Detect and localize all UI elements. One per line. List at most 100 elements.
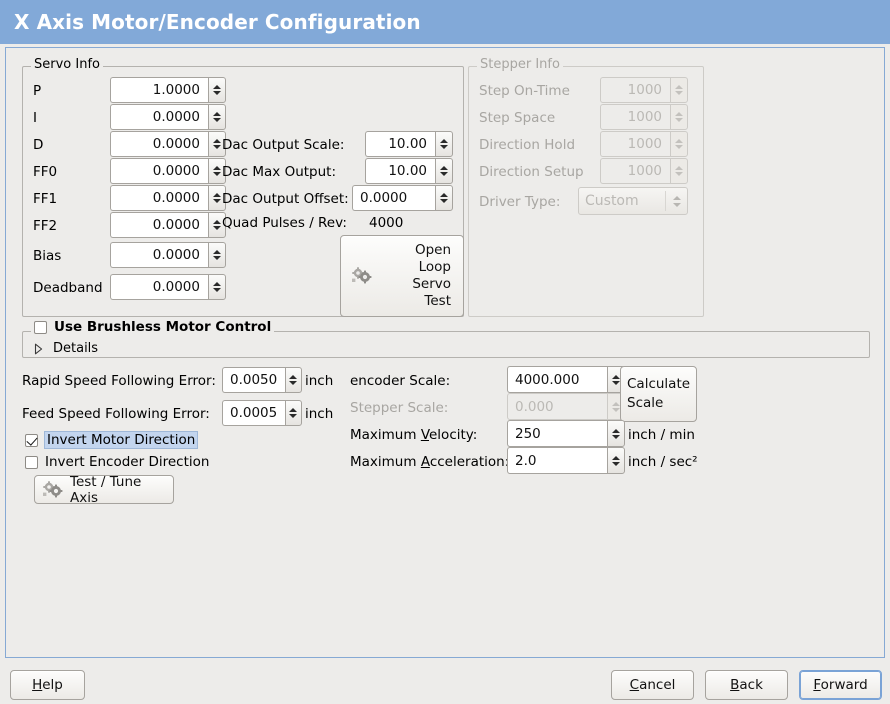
spin-down-icon[interactable]: [439, 144, 449, 150]
servo-spin-p-buttons[interactable]: [208, 77, 226, 103]
spin-down-icon[interactable]: [212, 171, 222, 177]
cancel-button[interactable]: Cancel: [611, 670, 694, 700]
servo-spin-bias-buttons[interactable]: [208, 242, 226, 268]
dac-output-scale-value[interactable]: 10.00: [365, 131, 435, 157]
spin-up-icon[interactable]: [439, 165, 449, 171]
rapid-following-error-spin[interactable]: 0.0050: [222, 367, 302, 393]
test-tune-axis-button[interactable]: Test / Tune Axis: [34, 474, 174, 506]
dac-output-offset-spin[interactable]: 0.0000: [352, 185, 453, 211]
servo-spin-bias-value[interactable]: 0.0000: [110, 242, 208, 268]
dac-max-output-spin[interactable]: 10.00: [365, 158, 453, 184]
spin-down-icon[interactable]: [289, 380, 298, 386]
spin-down-icon[interactable]: [611, 461, 621, 467]
encoder-scale-spin[interactable]: 4000.000: [507, 366, 625, 393]
spin-down-icon[interactable]: [212, 198, 222, 204]
spin-down-icon[interactable]: [611, 380, 621, 386]
spin-down-icon[interactable]: [212, 90, 222, 96]
spin-up-icon[interactable]: [289, 407, 298, 413]
spin-up-icon[interactable]: [289, 374, 298, 380]
spin-down-icon[interactable]: [212, 225, 222, 231]
servo-spin-p[interactable]: 1.0000: [110, 77, 226, 103]
checkbox-box[interactable]: [34, 321, 47, 334]
dac-output-offset-value[interactable]: 0.0000: [352, 185, 435, 211]
maximum-velocity-buttons[interactable]: [607, 420, 625, 447]
invert-encoder-direction-checkbox[interactable]: Invert Encoder Direction: [25, 454, 209, 470]
step-space-spin: 1000: [600, 104, 688, 130]
spin-down-icon[interactable]: [439, 171, 449, 177]
spin-up-icon[interactable]: [212, 192, 222, 198]
direction-hold-buttons: [670, 131, 688, 157]
servo-spin-ff0[interactable]: 0.0000: [110, 158, 226, 184]
spin-up-icon[interactable]: [611, 374, 621, 380]
servo-spin-ff0-buttons[interactable]: [208, 158, 226, 184]
checkbox-box[interactable]: [25, 433, 38, 447]
spin-up-icon[interactable]: [212, 84, 222, 90]
servo-spin-i[interactable]: 0.0000: [110, 104, 226, 130]
servo-spin-i-value[interactable]: 0.0000: [110, 104, 208, 130]
spin-up-icon[interactable]: [439, 138, 449, 144]
dac-output-scale-buttons[interactable]: [435, 131, 453, 157]
maximum-acceleration-spin[interactable]: 2.0: [507, 447, 625, 474]
checkbox-box[interactable]: [25, 455, 38, 469]
rapid-following-error-buttons[interactable]: [285, 367, 302, 393]
servo-spin-d-value[interactable]: 0.0000: [110, 131, 208, 157]
rapid-following-error-value[interactable]: 0.0050: [222, 367, 286, 393]
use-brushless-motor-control-checkbox[interactable]: Use Brushless Motor Control: [31, 320, 275, 335]
encoder-scale-value[interactable]: 4000.000: [507, 366, 607, 393]
servo-spin-i-buttons[interactable]: [208, 104, 226, 130]
dac-output-scale-spin[interactable]: 10.00: [365, 131, 453, 157]
dac-max-output-buttons[interactable]: [435, 158, 453, 184]
maximum-velocity-value[interactable]: 250: [507, 420, 607, 447]
servo-spin-deadband-buttons[interactable]: [208, 274, 226, 300]
servo-spin-ff2[interactable]: 0.0000: [110, 212, 226, 238]
servo-spin-deadband-value[interactable]: 0.0000: [110, 274, 208, 300]
details-expander[interactable]: Details: [33, 341, 98, 356]
help-button[interactable]: Help: [10, 670, 85, 700]
spin-down-icon[interactable]: [212, 287, 222, 293]
invert-motor-direction-checkbox[interactable]: Invert Motor Direction: [25, 431, 199, 449]
servo-spin-p-value[interactable]: 1.0000: [110, 77, 208, 103]
spin-up-icon[interactable]: [212, 249, 222, 255]
spin-down-icon[interactable]: [611, 434, 621, 440]
dac-output-offset-buttons[interactable]: [435, 185, 453, 211]
feed-following-error-buttons[interactable]: [285, 400, 302, 426]
chevron-right-icon[interactable]: [33, 343, 44, 355]
spin-down-icon[interactable]: [289, 413, 298, 419]
servo-spin-d-buttons[interactable]: [208, 131, 226, 157]
spin-down-icon[interactable]: [439, 198, 449, 204]
servo-spin-ff2-buttons[interactable]: [208, 212, 226, 238]
dac-max-output-value[interactable]: 10.00: [365, 158, 435, 184]
servo-spin-deadband[interactable]: 0.0000: [110, 274, 226, 300]
maximum-acceleration-buttons[interactable]: [607, 447, 625, 474]
feed-following-error-value[interactable]: 0.0005: [222, 400, 286, 426]
servo-label-i: I: [33, 110, 37, 126]
spin-up-icon[interactable]: [212, 219, 222, 225]
spin-up-icon[interactable]: [212, 281, 222, 287]
spin-up-icon[interactable]: [212, 165, 222, 171]
servo-spin-bias[interactable]: 0.0000: [110, 242, 226, 268]
spin-up-icon[interactable]: [611, 428, 621, 434]
spin-up-icon[interactable]: [611, 455, 621, 461]
dac-output-offset-label: Dac Output Offset:: [222, 191, 349, 207]
calculate-scale-button[interactable]: Calculate Scale: [620, 366, 697, 422]
spin-up-icon[interactable]: [439, 192, 449, 198]
servo-spin-ff0-value[interactable]: 0.0000: [110, 158, 208, 184]
servo-spin-ff1[interactable]: 0.0000: [110, 185, 226, 211]
spin-down-icon[interactable]: [212, 144, 222, 150]
maximum-velocity-spin[interactable]: 250: [507, 420, 625, 447]
spin-up-icon[interactable]: [212, 111, 222, 117]
open-loop-servo-test-button[interactable]: Open Loop Servo Test: [340, 235, 464, 317]
forward-button[interactable]: Forward: [799, 670, 882, 700]
servo-spin-d[interactable]: 0.0000: [110, 131, 226, 157]
servo-spin-ff1-buttons[interactable]: [208, 185, 226, 211]
feed-following-error-spin[interactable]: 0.0005: [222, 400, 302, 426]
spin-up-icon[interactable]: [212, 138, 222, 144]
spin-up-icon: [611, 401, 621, 407]
spin-down-icon[interactable]: [212, 117, 222, 123]
servo-label-ff2: FF2: [33, 218, 58, 234]
back-button[interactable]: Back: [705, 670, 788, 700]
servo-spin-ff1-value[interactable]: 0.0000: [110, 185, 208, 211]
maximum-acceleration-value[interactable]: 2.0: [507, 447, 607, 474]
spin-down-icon[interactable]: [212, 255, 222, 261]
servo-spin-ff2-value[interactable]: 0.0000: [110, 212, 208, 238]
